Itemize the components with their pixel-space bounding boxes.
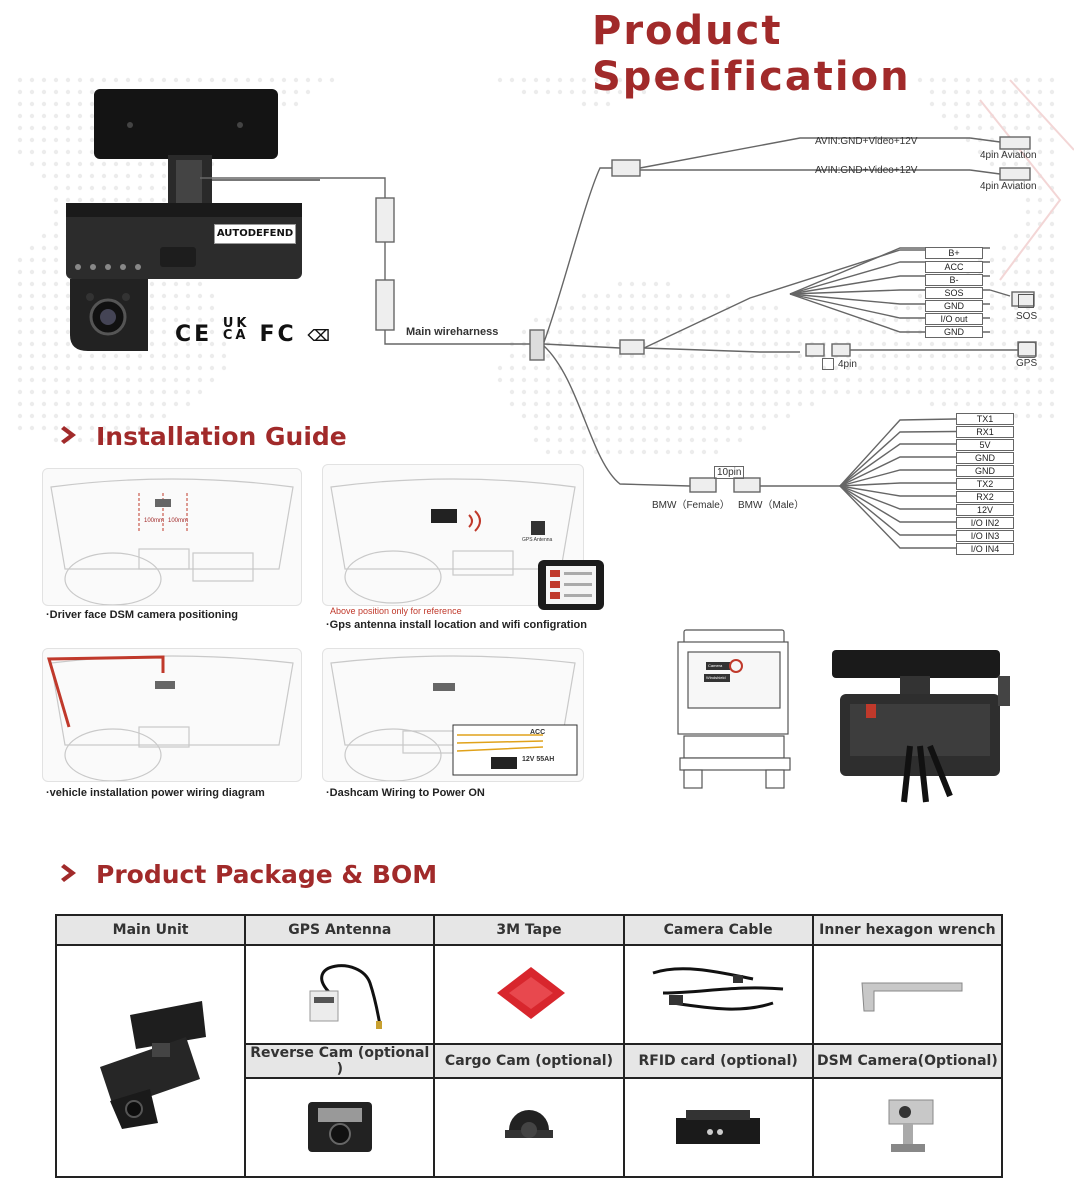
brand-badge: AUTODEFEND	[214, 224, 296, 244]
bom-header-dsm-camera: DSM Camera(Optional)	[811, 1043, 1004, 1079]
wire-tx1: TX1	[956, 413, 1014, 425]
caption-power-on: ·Dashcam Wiring to Power ON	[326, 787, 485, 799]
main-harness-label: Main wireharness	[406, 326, 499, 338]
wire-io-out: I/O out	[925, 313, 983, 325]
bom-header-cargo-cam: Cargo Cam (optional)	[433, 1043, 625, 1079]
gps-antenna-tag: GPS Antenna	[522, 537, 553, 543]
caption-gps-antenna: ·Gps antenna install location and wifi c…	[326, 619, 587, 631]
truck-camera-tag: Camera	[708, 663, 723, 668]
reference-note: Above position only for reference	[330, 606, 462, 616]
wire-io-in3: I/O IN3	[956, 530, 1014, 542]
cab-interior-sketch	[330, 478, 576, 604]
sos-button-icon	[1018, 294, 1034, 308]
camera-cable-image	[652, 966, 784, 1011]
fourpin-label: 4pin	[838, 359, 857, 370]
wire-b-minus: B-	[925, 274, 983, 286]
bom-header-reverse-cam: Reverse Cam (optional )	[244, 1043, 436, 1079]
wire-tx2: TX2	[956, 478, 1014, 490]
wire-gnd-2: GND	[925, 326, 983, 338]
bmw-male-label: BMW（Male）	[738, 500, 805, 511]
wire-b-plus: B+	[925, 247, 983, 259]
wire-rx1: RX1	[956, 426, 1014, 438]
ce-mark: CE	[175, 322, 213, 347]
rfid-card-image	[676, 1109, 761, 1144]
cab-interior-sketch	[50, 478, 294, 605]
bom-reverse-cam-cell	[244, 1077, 436, 1178]
aviation-label-2: 4pin Aviation	[980, 181, 1037, 192]
reverse-cam-image	[307, 1101, 372, 1152]
bom-rfid-card-cell	[622, 1077, 814, 1178]
avin-label-2: AVIN:GND+Video+12V	[815, 165, 918, 176]
wire-io-in2: I/O IN2	[956, 517, 1014, 529]
ukca-mark: UK CA	[222, 316, 250, 343]
truck-windshield-tag: Windshield	[706, 675, 726, 680]
gps-antenna-image	[309, 963, 382, 1029]
avin-label-1: AVIN:GND+Video+12V	[815, 136, 918, 147]
bom-hex-wrench-cell	[811, 944, 1004, 1045]
wire-5v: 5V	[956, 439, 1014, 451]
power-wiring-panel	[42, 648, 302, 782]
package-heading: Product Package & BOM	[60, 860, 437, 889]
dim-label-1: 100mm	[144, 518, 165, 524]
bom-header-camera-cable: Camera Cable	[622, 914, 814, 946]
main-unit-image	[99, 1001, 206, 1129]
chevron-right-icon	[61, 864, 76, 882]
cab-interior-sketch	[47, 655, 294, 781]
wire-acc: ACC	[925, 261, 983, 273]
dim-label-2: 100mm	[168, 518, 189, 524]
bom-header-3m-tape: 3M Tape	[433, 914, 625, 946]
tenpin-label: 10pin	[714, 466, 745, 479]
fcc-mark: FC	[259, 322, 297, 347]
cab-interior-sketch	[330, 655, 578, 781]
page-title: Product Specification	[592, 8, 911, 100]
gps-label: GPS	[1016, 358, 1038, 369]
chevron-right-icon	[61, 426, 76, 444]
dsm-camera-image	[888, 1099, 934, 1152]
weee-mark: ⌫	[307, 326, 334, 345]
bom-dsm-camera-cell	[811, 1077, 1004, 1178]
fourpin-icon	[822, 358, 834, 370]
acc-label: ACC	[530, 729, 546, 736]
wire-gnd: GND	[925, 300, 983, 312]
gps-module-icon	[1018, 342, 1036, 358]
wire-gnd-io1: GND	[956, 452, 1014, 464]
bom-table: Main Unit GPS Antenna 3M Tape Camera Cab…	[54, 914, 1004, 1178]
bom-gps-antenna-cell	[244, 944, 436, 1045]
power-on-panel	[322, 648, 584, 782]
world-map-background	[17, 77, 1074, 455]
wire-sos: SOS	[925, 287, 983, 299]
bom-header-hex-wrench: Inner hexagon wrench	[811, 914, 1004, 946]
dsm-positioning-panel	[42, 468, 302, 606]
caption-power-wiring: ·vehicle installation power wiring diagr…	[46, 787, 265, 799]
wire-io-in4: I/O IN4	[956, 543, 1014, 555]
3m-tape-image	[496, 966, 565, 1019]
phone-wifi-config-image	[538, 560, 604, 610]
cargo-cam-image	[504, 1109, 553, 1138]
sos-label: SOS	[1016, 311, 1038, 322]
dashcam-device-illustration	[66, 89, 320, 351]
bom-3m-tape-cell	[433, 944, 625, 1045]
truck-front-illustration	[677, 629, 791, 789]
package-title: Product Package & BOM	[96, 860, 438, 889]
hex-wrench-image	[861, 982, 963, 1011]
installation-guide-title: Installation Guide	[96, 422, 347, 451]
installation-guide-heading: Installation Guide	[60, 422, 347, 451]
brand-label: AUTODEFEND	[216, 228, 294, 239]
bom-cargo-cam-cell	[433, 1077, 625, 1178]
gps-install-panel	[322, 464, 584, 606]
dashcam-rear-photo	[832, 650, 1010, 803]
aviation-label-1: 4pin Aviation	[980, 150, 1037, 161]
caption-dsm-positioning: ·Driver face DSM camera positioning	[46, 609, 238, 621]
wire-rx2: RX2	[956, 491, 1014, 503]
bom-main-unit-cell	[54, 944, 247, 1178]
bom-header-gps-antenna: GPS Antenna	[244, 914, 436, 946]
bom-header-rfid-card: RFID card (optional)	[622, 1043, 814, 1079]
bom-camera-cable-cell	[622, 944, 814, 1045]
wire-gnd-io2: GND	[956, 465, 1014, 477]
certification-marks: CE UK CA FC ⌫	[175, 316, 334, 347]
bom-header-main-unit: Main Unit	[54, 914, 247, 946]
bmw-female-label: BMW（Female）	[652, 500, 730, 511]
wire-12v: 12V	[956, 504, 1014, 516]
battery-label: 12V 55AH	[522, 756, 555, 763]
